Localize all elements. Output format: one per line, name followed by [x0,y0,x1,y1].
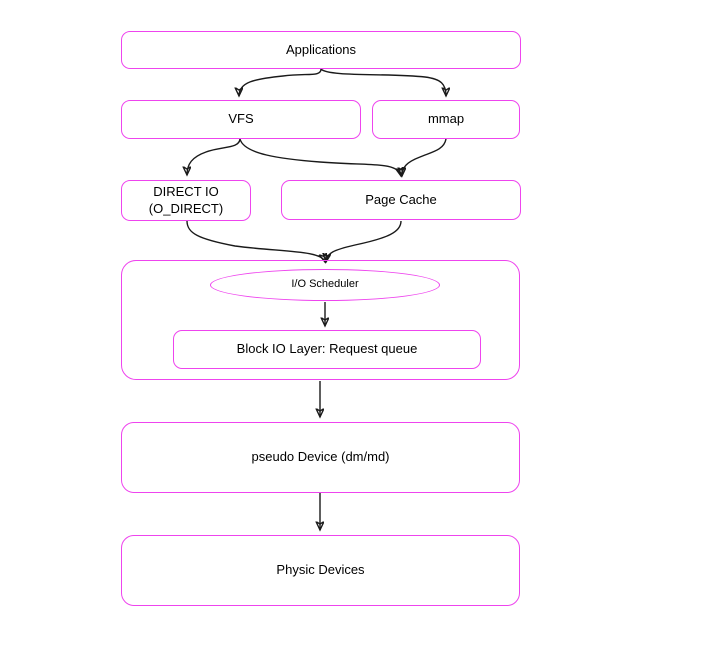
connector-page-cache-scheduler [326,220,402,262]
node-io-scheduler: I/O Scheduler [210,269,440,301]
node-physic-devices-label: Physic Devices [276,562,365,578]
node-block-io-layer-label: Block IO Layer: Request queue [236,341,418,357]
node-mmap-label: mmap [427,111,465,127]
node-io-scheduler-label: I/O Scheduler [291,278,359,291]
node-applications: Applications [121,31,521,69]
node-vfs-label: VFS [228,111,254,127]
connector-direct-io-scheduler [186,220,325,262]
connector-applications-vfs [239,68,322,96]
node-direct-io: DIRECT IO (O_DIRECT) [121,180,251,221]
connector-applications-mmap [320,68,446,96]
node-mmap: mmap [372,100,520,139]
connector-vfs-direct-io [187,138,241,175]
node-pseudo-device: pseudo Device (dm/md) [121,422,520,493]
node-physic-devices: Physic Devices [121,535,520,606]
block-layer-group [121,260,520,380]
connector-vfs-page-cache [239,138,401,176]
node-page-cache: Page Cache [281,180,521,220]
node-direct-io-label-line1: DIRECT IO [153,184,219,200]
node-block-io-layer: Block IO Layer: Request queue [173,330,481,369]
node-page-cache-label: Page Cache [365,191,437,207]
node-vfs: VFS [121,100,361,139]
node-pseudo-device-label: pseudo Device (dm/md) [251,449,390,465]
node-direct-io-label-line2: (O_DIRECT) [148,200,224,216]
connector-mmap-page-cache [402,138,447,176]
node-applications-label: Applications [285,41,357,57]
